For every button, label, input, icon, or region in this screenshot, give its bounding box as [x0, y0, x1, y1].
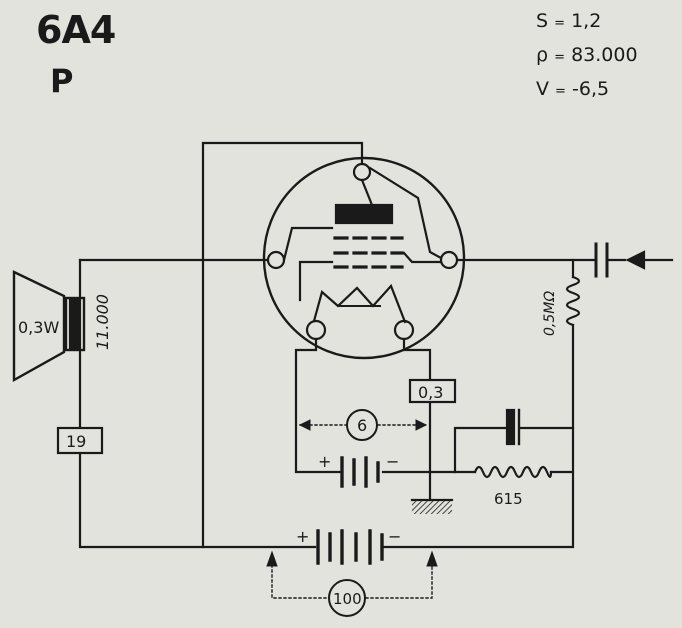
filament-resistor-label: 0,3 [418, 383, 443, 402]
ht-battery-minus: − [388, 527, 401, 546]
tube-filament [312, 283, 407, 324]
wire-plate-to-pin [360, 178, 374, 207]
filament-resistor-box [408, 378, 457, 404]
param-v-name: V [536, 78, 549, 100]
filament-voltage-label: 6 [357, 416, 367, 435]
tube-plate [334, 203, 394, 225]
param-v-value: -6,5 [572, 78, 610, 100]
speaker-cone [12, 270, 66, 383]
speaker-power-label: 0,3W [18, 318, 59, 337]
pin-bottom-right [393, 319, 415, 341]
wire-filament-right [402, 337, 432, 382]
speaker-transformer-label: 11.000 [93, 294, 112, 350]
tube-type-label: 6A4 [36, 8, 116, 52]
dimension-arrow-right-icon [415, 419, 428, 431]
speaker-resistor-box [56, 426, 104, 455]
ht-battery-plus: + [296, 527, 309, 546]
wire-filament-left [294, 337, 342, 474]
param-rho-name: ρ [536, 44, 549, 66]
filament-battery [340, 456, 380, 488]
filament-battery-minus: − [386, 452, 399, 471]
pin-bottom-left [305, 319, 327, 341]
param-v-sep: = [555, 84, 566, 99]
wire-grid-internal-right [402, 251, 443, 264]
dimension-arrow-left-icon [298, 419, 311, 431]
ht-battery [316, 529, 384, 565]
wire-cap-branch [453, 426, 509, 474]
param-row-v: V = -6,5 [536, 78, 609, 100]
bypass-capacitor [505, 408, 516, 446]
wire-grid-internal-left [282, 226, 334, 262]
ground-hatch [412, 500, 452, 514]
ht-arrow-left-icon [266, 550, 278, 567]
ht-voltage-badge [328, 579, 366, 617]
ht-arrow-right-icon [426, 550, 438, 567]
wire-right-rail-lower [381, 323, 575, 549]
pin-right [439, 250, 459, 270]
wire-grid3-to-cathode [298, 260, 334, 302]
wire-pin-to-right-internal [368, 166, 443, 260]
speaker-resistor-label: 19 [66, 432, 86, 451]
param-s-sep: = [554, 16, 566, 31]
param-s-name: S [536, 10, 549, 32]
param-s-value: 1,2 [571, 10, 602, 32]
cathode-resistor-label: 615 [494, 490, 523, 508]
wire-left-rail [78, 258, 317, 549]
param-rho-value: 83.000 [571, 44, 638, 66]
filament-battery-plus: + [318, 452, 331, 471]
tube-envelope [262, 156, 466, 360]
param-row-s: S = 1,2 [536, 10, 601, 32]
ht-voltage-label: 100 [333, 590, 362, 608]
speaker-transformer [68, 298, 80, 350]
grid-resistor-label: 0,5MΩ [542, 291, 558, 336]
input-capacitor [594, 242, 609, 278]
param-rho-sep: = [554, 50, 566, 65]
tube-class-label: P [50, 62, 74, 100]
dimension-line-100 [271, 554, 433, 599]
param-row-rho: ρ = 83.000 [536, 44, 638, 66]
wire-plate-loop [201, 141, 364, 549]
filament-voltage-badge [346, 409, 378, 441]
input-arrowhead-icon [625, 250, 646, 270]
pin-top [352, 162, 372, 182]
cathode-resistor [473, 465, 553, 479]
speaker-coil [64, 296, 86, 352]
grid-resistor [565, 275, 581, 327]
pin-left [266, 250, 286, 270]
